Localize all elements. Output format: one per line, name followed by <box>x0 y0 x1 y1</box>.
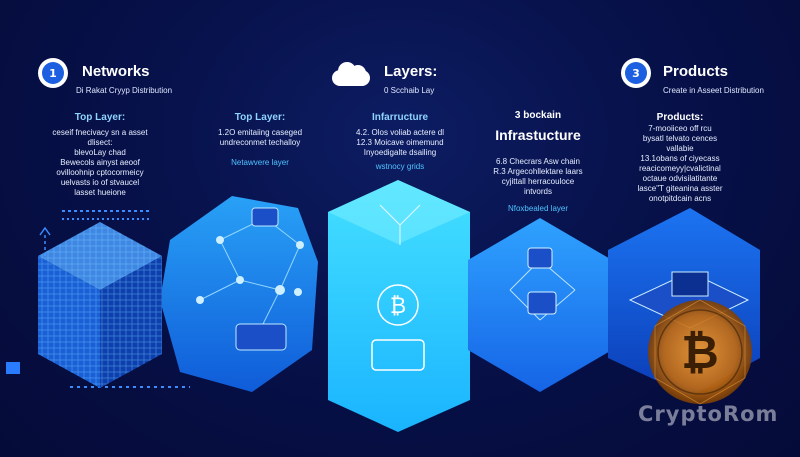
networks-title: Networks <box>82 63 150 80</box>
col3-title: Infarructure <box>371 112 429 123</box>
networks-subtitle: Di Rakat Cryyp Distribution <box>76 86 173 95</box>
col3-tag: wstnocy grids <box>375 162 425 171</box>
cloud-icon <box>328 58 374 88</box>
products-subtitle: Create in Asseet Distribution <box>663 86 764 95</box>
col4-title: 3 bockain <box>514 110 562 121</box>
watermark-text: CryptoRom <box>638 402 779 426</box>
layers-subtitle: 0 Scchaib Lay <box>384 86 435 95</box>
col2-text: 1.2O emitaiing caseged undreconmet techa… <box>217 128 303 147</box>
col4-title2: Infrastucture <box>495 127 581 143</box>
col4-tag: Nfoxbealed layer <box>507 204 569 213</box>
col3-text: 4.2. Olos voliab actere dl 12.3 Moicave … <box>355 128 445 157</box>
step-3-badge: 3 <box>621 58 651 88</box>
products-title: Products <box>663 63 729 80</box>
step-1-badge: 1 <box>38 58 68 88</box>
bitcoin-coin-icon: ₿ <box>681 325 719 379</box>
col2-title: Top Layer: <box>234 112 286 123</box>
col1-title: Top Layer: <box>74 112 126 123</box>
bitcoin-icon: ₿ <box>390 294 406 319</box>
layers-title: Layers: <box>384 63 438 80</box>
col4-text: 6.8 Checrars Asw chain R.3 Argecohllekta… <box>493 157 583 196</box>
col1-text: ceseif fnecivacy sn a asset dlisect: ble… <box>52 128 148 197</box>
col5-title: Products: <box>656 112 704 123</box>
col2-tag: Netawvere layer <box>231 158 289 167</box>
col5-text: 7-mooiiceo off rcu bysatl telvato cences… <box>637 124 723 203</box>
